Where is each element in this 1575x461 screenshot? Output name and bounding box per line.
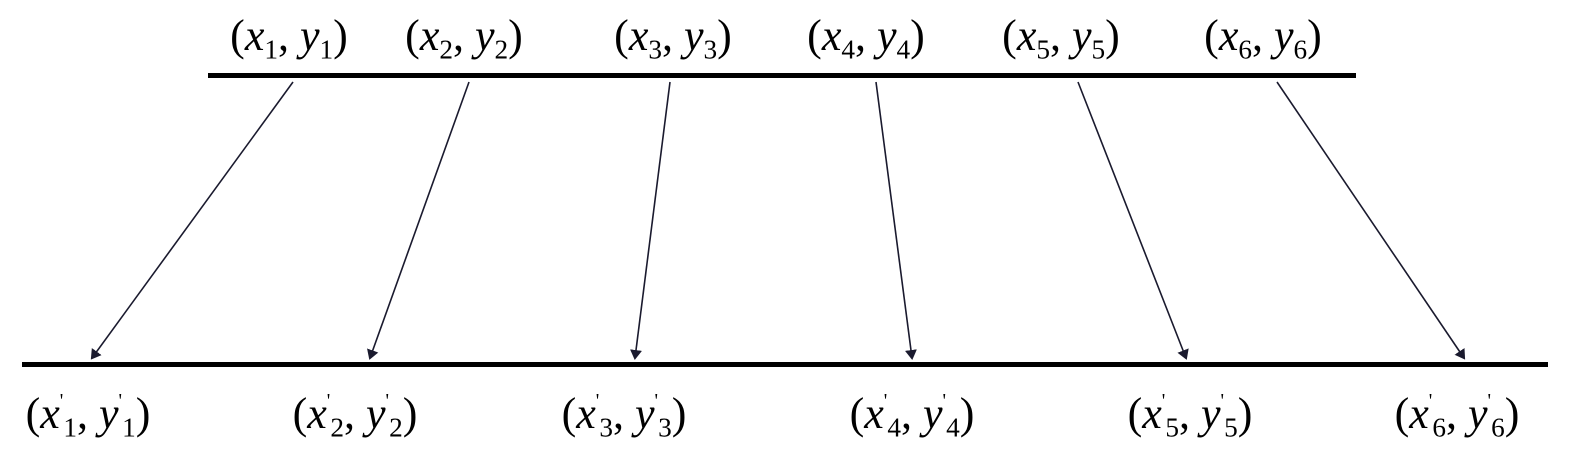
top-point-label-5: (x5, y5) — [1002, 11, 1120, 65]
y-symbol: y — [475, 11, 495, 60]
prime-mark: ' — [1220, 390, 1225, 413]
bottom-line — [22, 362, 1548, 367]
prime-mark: ' — [883, 390, 888, 413]
mapping-arrow-4 — [875, 81, 917, 360]
y-symbol: y — [366, 389, 386, 438]
prime-mark: ' — [654, 390, 659, 413]
bottom-point-label-2: (x'2, y'2) — [292, 389, 418, 443]
prime-mark: ' — [59, 390, 64, 413]
bottom-point-label-3: (x'3, y'3) — [561, 389, 687, 443]
bottom-point-label-6: (x'6, y'6) — [1394, 389, 1520, 443]
x-symbol: x — [244, 11, 265, 60]
top-point-label-4: (x4, y4) — [807, 11, 925, 65]
subscript: 2 — [439, 34, 453, 65]
x-symbol: x — [628, 11, 649, 60]
mapping-arrow-3 — [630, 81, 671, 360]
prime-mark: ' — [595, 390, 600, 413]
subscript: 5 — [1165, 412, 1179, 443]
bottom-point-label-5: (x'5, y'5) — [1127, 389, 1253, 443]
prime-mark: ' — [1428, 390, 1433, 413]
subscript: 3 — [599, 412, 613, 443]
subscript: 4 — [841, 34, 855, 65]
x-symbol: x — [419, 11, 440, 60]
y-symbol: y — [1468, 389, 1488, 438]
subscript: 2 — [389, 412, 403, 443]
prime-mark: ' — [942, 390, 947, 413]
top-point-label-3: (x3, y3) — [614, 11, 732, 65]
y-symbol: y — [1072, 11, 1092, 60]
subscript: 5 — [1224, 412, 1238, 443]
mapping-arrow-1 — [90, 81, 294, 360]
subscript: 6 — [1293, 34, 1308, 65]
subscript: 2 — [494, 34, 509, 65]
top-point-label-1: (x1, y1) — [230, 11, 348, 65]
top-line — [208, 73, 1356, 78]
prime-mark: ' — [326, 390, 331, 413]
y-symbol: y — [877, 11, 897, 60]
y-symbol: y — [300, 11, 320, 60]
y-symbol: y — [923, 389, 943, 438]
subscript: 5 — [1091, 34, 1106, 65]
prime-mark: ' — [385, 390, 390, 413]
subscript: 1 — [122, 412, 136, 443]
top-point-label-6: (x6, y6) — [1204, 11, 1322, 65]
subscript: 3 — [703, 34, 718, 65]
y-symbol: y — [1274, 11, 1294, 60]
top-point-label-2: (x2, y2) — [405, 11, 523, 65]
x-symbol: x — [576, 389, 596, 438]
subscript: 3 — [648, 34, 662, 65]
subscript: 4 — [946, 412, 960, 443]
x-symbol: x — [40, 389, 60, 438]
subscript: 6 — [1491, 412, 1505, 443]
mapping-arrow-6 — [1276, 81, 1466, 360]
subscript: 4 — [887, 412, 901, 443]
x-symbol: x — [1142, 389, 1162, 438]
x-symbol: x — [1218, 11, 1239, 60]
subscript: 6 — [1432, 412, 1446, 443]
y-symbol: y — [99, 389, 119, 438]
x-symbol: x — [1016, 11, 1037, 60]
subscript: 6 — [1238, 34, 1252, 65]
prime-mark: ' — [1487, 390, 1492, 413]
prime-mark: ' — [1161, 390, 1166, 413]
y-symbol: y — [635, 389, 655, 438]
bottom-point-label-4: (x'4, y'4) — [849, 389, 975, 443]
subscript: 2 — [330, 412, 344, 443]
x-symbol: x — [1409, 389, 1429, 438]
bottom-point-label-1: (x'1, y'1) — [25, 389, 151, 443]
x-symbol: x — [307, 389, 327, 438]
y-symbol: y — [1201, 389, 1221, 438]
x-symbol: x — [821, 11, 842, 60]
subscript: 3 — [658, 412, 672, 443]
mapping-arrow-5 — [1077, 81, 1189, 360]
mapping-arrow-2 — [367, 81, 470, 360]
subscript: 1 — [63, 412, 77, 443]
subscript: 1 — [264, 34, 278, 65]
x-symbol: x — [864, 389, 884, 438]
subscript: 1 — [319, 34, 334, 65]
y-symbol: y — [684, 11, 704, 60]
prime-mark: ' — [118, 390, 123, 413]
subscript: 4 — [896, 34, 911, 65]
subscript: 5 — [1036, 34, 1050, 65]
